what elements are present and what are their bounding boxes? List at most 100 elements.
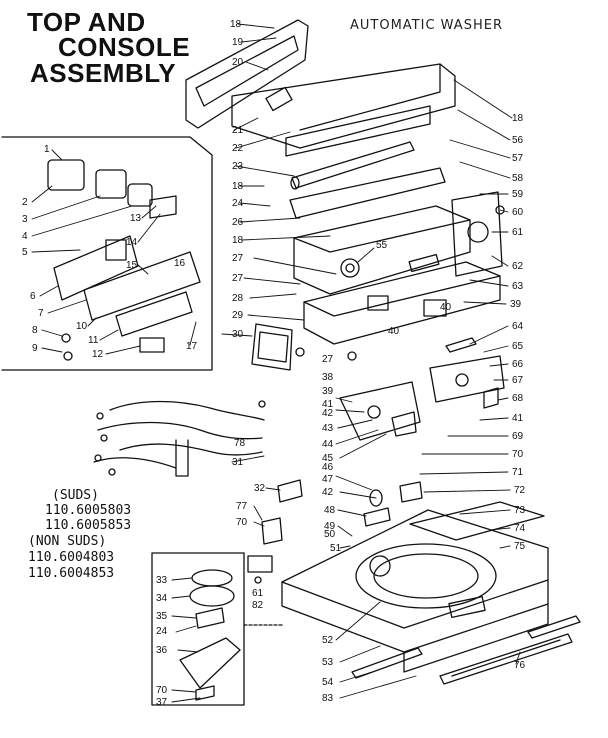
- callout: 2: [22, 197, 28, 208]
- console-label-plate: [265, 86, 293, 112]
- wire-terminal: [108, 468, 116, 476]
- front-edge-rod: [351, 647, 423, 679]
- trim-line: [451, 639, 561, 677]
- callout: 32: [254, 483, 266, 494]
- dispenser-clip: [195, 607, 225, 629]
- panel-knob-bracket: [423, 299, 447, 317]
- panel-fastener: [295, 347, 305, 357]
- callout: 64: [512, 321, 524, 332]
- model-number: 110.6005803: [45, 503, 132, 518]
- push-button: [105, 239, 127, 261]
- callout: 15: [126, 260, 138, 271]
- callout: 66: [512, 359, 524, 370]
- callout: 46: [322, 462, 334, 473]
- callout: 26: [232, 217, 244, 228]
- callout: 74: [514, 523, 526, 534]
- wire-terminal: [258, 400, 266, 408]
- wiring-harness: [93, 457, 177, 469]
- callout: 37: [156, 697, 168, 708]
- callout: 50: [324, 529, 336, 540]
- hinge-spring: [391, 411, 417, 437]
- callout: 29: [232, 310, 244, 321]
- screw: [495, 205, 505, 215]
- tub-opening-inner: [373, 553, 479, 599]
- callout: 36: [156, 645, 168, 656]
- wiring-harness: [109, 400, 265, 421]
- wire-terminal: [96, 412, 104, 420]
- callout: 27: [322, 354, 334, 365]
- washer-top-cover: [281, 509, 549, 653]
- lid-badge: [448, 595, 486, 619]
- callout-labels: 18 19 20 21 22 23 18 24 26 18 27 27 28 2…: [22, 19, 526, 708]
- callout: 35: [156, 611, 168, 622]
- console-rod: [291, 141, 415, 189]
- rear-console-cover: [185, 19, 309, 129]
- selector-knob-assembly: [95, 169, 127, 199]
- callout: 41: [322, 399, 334, 410]
- console-cover-window: [195, 35, 299, 107]
- callout: 51: [330, 543, 342, 554]
- callout: 18: [230, 19, 242, 30]
- callout: 21: [232, 125, 244, 136]
- lid-switch: [455, 373, 469, 387]
- screw: [254, 576, 262, 584]
- timer-motor-hub: [345, 263, 355, 273]
- callout: 40: [440, 302, 452, 313]
- callout: 19: [232, 37, 244, 48]
- callout: 27: [232, 253, 244, 264]
- callout: 73: [514, 505, 526, 516]
- timer-knob-assembly: [47, 159, 85, 191]
- callout: 13: [130, 213, 142, 224]
- callout: 67: [512, 375, 524, 386]
- lid-hinge: [369, 555, 391, 577]
- callout: 42: [322, 408, 334, 419]
- model-number: 110.6004853: [28, 566, 115, 581]
- escutcheon-panel: [251, 323, 293, 371]
- top-cover-front-edge: [281, 579, 549, 629]
- tub-opening: [355, 543, 497, 609]
- callout: 58: [512, 173, 524, 184]
- bushing: [369, 489, 383, 507]
- console-housing: [231, 63, 456, 149]
- lid-switch-bracket: [429, 355, 505, 403]
- timer-motor: [340, 258, 360, 278]
- hinge-clip: [363, 507, 391, 527]
- callout: 56: [512, 135, 524, 146]
- rod-end-cap: [290, 176, 300, 190]
- callout: 40: [388, 326, 400, 337]
- callout: 61: [252, 588, 264, 599]
- wiring-harness: [97, 421, 263, 440]
- callout: 17: [186, 341, 198, 352]
- wiring-harness: [119, 443, 263, 456]
- harness-connector: [175, 439, 189, 477]
- inset-frame-agitator: [151, 552, 245, 706]
- callout: 10: [76, 321, 88, 332]
- inset-frame-control-panel: [1, 136, 213, 371]
- callout: 70: [156, 685, 168, 696]
- model-group-suds: (SUDS): [52, 488, 99, 503]
- clip: [63, 351, 73, 361]
- console-baffle: [285, 105, 431, 157]
- callout: 60: [512, 207, 524, 218]
- callout: 78: [234, 438, 246, 449]
- callout: 34: [156, 593, 168, 604]
- lid-switch-housing: [247, 555, 273, 573]
- callout: 28: [232, 293, 244, 304]
- callout: 18: [232, 181, 244, 192]
- callout: 42: [322, 487, 334, 498]
- lid: [409, 501, 545, 541]
- callout: 7: [38, 308, 44, 319]
- callout: 8: [32, 325, 38, 336]
- bracket-71: [399, 481, 423, 503]
- callout: 5: [22, 247, 28, 258]
- callout: 70: [236, 517, 248, 528]
- callout: 63: [512, 281, 524, 292]
- hinge-pin: [367, 405, 381, 419]
- callout: 68: [512, 393, 524, 404]
- callout: 71: [512, 467, 524, 478]
- callout: 16: [174, 258, 186, 269]
- callout: 18: [232, 235, 244, 246]
- callout: 59: [512, 189, 524, 200]
- callout: 31: [232, 457, 244, 468]
- callout: 52: [322, 635, 334, 646]
